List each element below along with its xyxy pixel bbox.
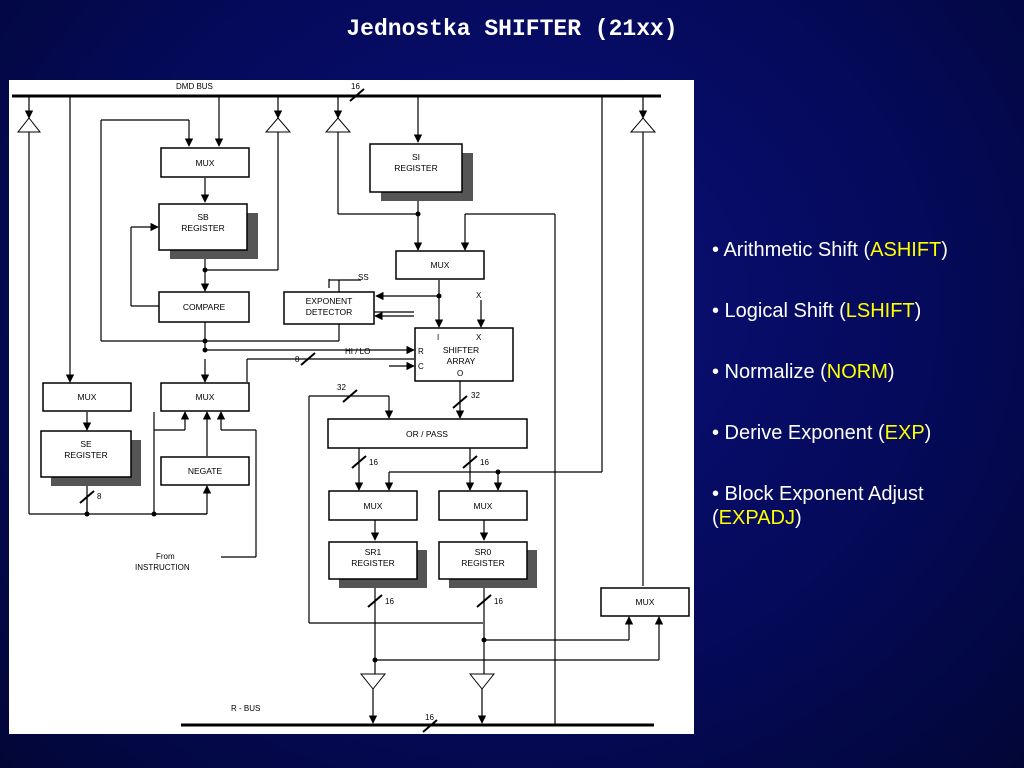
width-label-16-top: 16 — [351, 82, 360, 91]
list-item: • Block Exponent Adjust (EXPADJ) — [712, 483, 924, 529]
buffer-triangle-5 — [359, 673, 387, 690]
buffer-triangle-6 — [468, 673, 496, 690]
list-item: • Derive Exponent (EXP) — [712, 422, 932, 444]
list-item: • Normalize (NORM) — [712, 361, 895, 383]
negate-box — [160, 456, 250, 486]
mux-top-box — [160, 147, 250, 178]
width-label-16-rbus: 16 — [425, 713, 434, 722]
mux-shift-in-label: MUX — [431, 260, 450, 270]
or-pass-box — [327, 418, 528, 449]
si-register-box — [369, 143, 463, 193]
dmd-bus-label: DMD BUS — [176, 82, 213, 91]
list-item: • Logical Shift (LSHIFT) — [712, 300, 922, 322]
mux-sr0-label: MUX — [474, 501, 493, 511]
buffer-triangle-4 — [629, 117, 657, 133]
sb-register-box — [158, 203, 248, 251]
diagram-canvas: DMD BUS R - BUS — [12, 82, 690, 733]
port-x-label: X — [476, 333, 482, 342]
sb-register-label-1: SB — [197, 212, 209, 222]
buffer-triangle-3 — [324, 117, 352, 133]
negate-label: NEGATE — [188, 466, 223, 476]
mux-right-label: MUX — [636, 597, 655, 607]
exponent-detector-label-2: DETECTOR — [306, 307, 353, 317]
mux-negate-box — [160, 382, 250, 412]
instruction-code: NORM — [826, 361, 888, 383]
mux-negate-label: MUX — [196, 392, 215, 402]
or-pass-label: OR / PASS — [406, 429, 448, 439]
si-register-label-1: SI — [412, 152, 420, 162]
sr0-register-label-1: SR0 — [475, 547, 492, 557]
width-label-16-sr1: 16 — [385, 597, 394, 606]
port-o-label: O — [457, 369, 463, 378]
width-label-16-sr0: 16 — [494, 597, 503, 606]
instruction-code: LSHIFT — [845, 300, 915, 322]
from-instruction-label-1: From — [156, 552, 175, 561]
sr0-register-label-2: REGISTER — [461, 558, 504, 568]
x-input-label: X — [476, 291, 482, 300]
shifter-block-diagram: DMD BUS R - BUS — [9, 80, 694, 734]
width-label-16-mux1: 16 — [369, 458, 378, 467]
sr1-register-box — [328, 541, 418, 580]
compare-label: COMPARE — [183, 302, 226, 312]
instruction-code: EXP — [884, 422, 925, 444]
port-i-label: I — [437, 333, 439, 342]
width-label-8-se: 8 — [97, 492, 102, 501]
mux-sr0-box — [438, 490, 528, 521]
se-register-box — [40, 430, 132, 478]
se-register-label-2: REGISTER — [64, 450, 107, 460]
width-label-8-hilo: 8 — [295, 355, 300, 364]
mux-sr1-box — [328, 490, 418, 521]
port-c-label: C — [418, 362, 424, 371]
mux-se-label: MUX — [78, 392, 97, 402]
slide-title: Jednostka SHIFTER (21xx) — [346, 16, 678, 42]
exponent-detector-label-1: EXPONENT — [306, 296, 353, 306]
mux-se-box — [42, 382, 132, 412]
shifter-array-label-1: SHIFTER — [443, 345, 479, 355]
shifter-array-label-2: ARRAY — [447, 356, 476, 366]
sr1-register-label-1: SR1 — [365, 547, 382, 557]
ss-label: SS — [358, 273, 369, 282]
compare-box — [158, 291, 250, 323]
instruction-code: ASHIFT — [870, 239, 942, 261]
from-instruction-label-2: INSTRUCTION — [135, 563, 190, 572]
width-label-32-shift: 32 — [471, 391, 480, 400]
shifter-array-box — [414, 327, 514, 382]
sb-register-label-2: REGISTER — [181, 223, 224, 233]
mux-top-label: MUX — [196, 158, 215, 168]
width-label-16-mux0: 16 — [480, 458, 489, 467]
port-r-label: R — [418, 347, 424, 356]
sr0-register-box — [438, 541, 528, 580]
sr1-register-label-2: REGISTER — [351, 558, 394, 568]
mux-right-box — [600, 587, 690, 617]
buffer-triangle-2 — [264, 117, 292, 133]
buffer-triangle-1 — [16, 117, 42, 133]
feature-list: • Arithmetic Shift (ASHIFT) • Logical Sh… — [712, 238, 1012, 567]
mux-sr1-label: MUX — [364, 501, 383, 511]
hi-lo-label: HI / LO — [345, 347, 370, 356]
mux-shift-in-box — [395, 250, 485, 280]
width-label-32-or: 32 — [337, 383, 346, 392]
si-register-label-2: REGISTER — [394, 163, 437, 173]
instruction-code: EXPADJ — [718, 507, 795, 529]
list-item: • Arithmetic Shift (ASHIFT) — [712, 239, 948, 261]
r-bus-label: R - BUS — [231, 704, 260, 713]
se-register-label-1: SE — [80, 439, 92, 449]
exponent-detector-box — [283, 291, 375, 325]
